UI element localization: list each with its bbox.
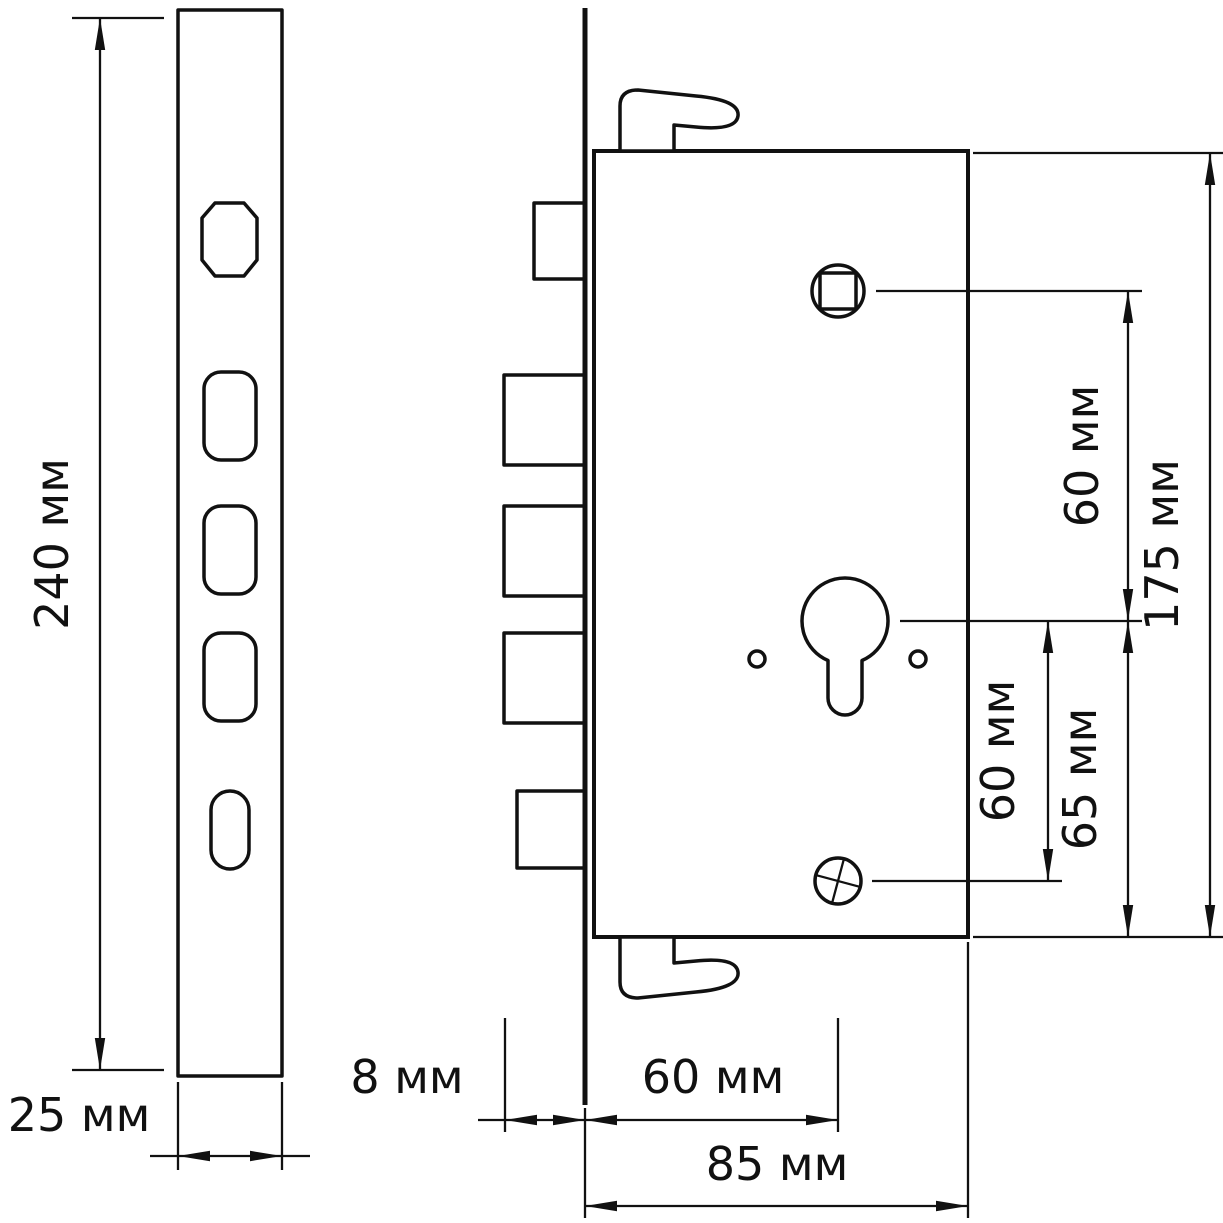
dim-label-plate-width: 25 мм [8,1088,151,1142]
deadbolt-3 [502,631,587,725]
latch-bolt [532,201,587,281]
fixing-hole-left [747,649,767,669]
dim-label-cylinder-to-screw: 60 мм [971,680,1025,823]
lock-body [592,149,970,939]
screw-slot-vertical [831,859,845,903]
dim-label-body-height: 175 мм [1135,459,1189,631]
dim-label-spindle-to-cylinder: 60 мм [1055,385,1109,528]
fixing-screw [813,856,863,906]
deadbolt-cutout-2 [202,504,258,596]
deadbolt-cutout-3 [202,631,258,723]
dim-label-backset: 60 мм [642,1050,785,1104]
fixing-hole-right [908,649,928,669]
latch-lever-top [618,88,740,153]
latch-lever-bottom [618,935,740,1000]
spindle-square [818,271,858,311]
dim-label-bolt-throw: 8 мм [350,1050,463,1104]
dim-label-cylinder-to-bottom: 65 мм [1053,708,1107,851]
auxiliary-bolt [515,789,587,870]
auxiliary-cutout [209,789,251,871]
dim-label-plate-height: 240 мм [25,458,79,630]
deadbolt-cutout-1 [202,370,258,462]
latch-cutout [200,201,259,278]
dim-label-body-width: 85 мм [706,1137,849,1191]
deadbolt-1 [502,373,587,467]
euro-cylinder-hole [800,576,890,717]
deadbolt-2 [502,504,587,598]
